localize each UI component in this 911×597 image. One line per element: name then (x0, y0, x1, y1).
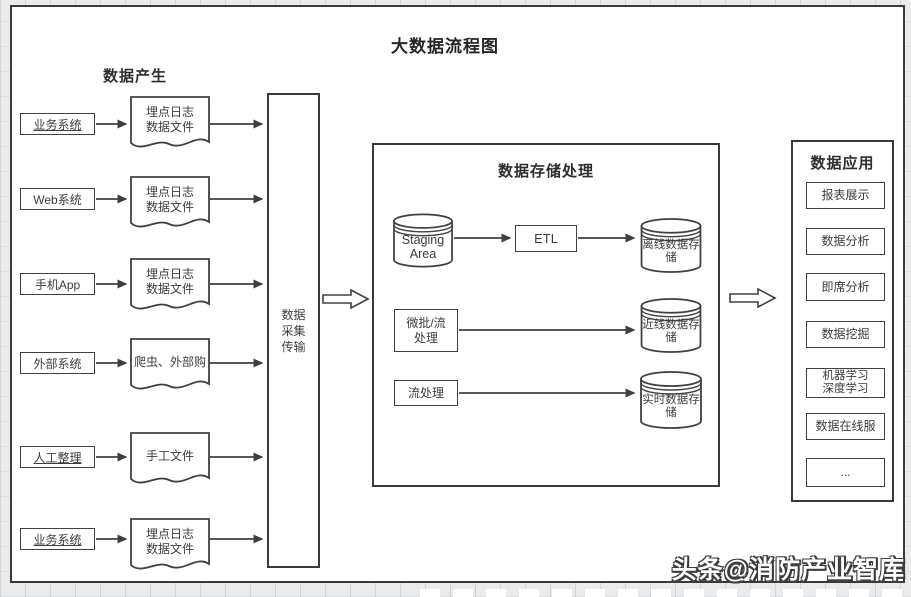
app-item-label: 报表展示 (821, 188, 870, 202)
app-item-machine-deep-learning: 机器学习 深度学习 (806, 368, 885, 398)
database-cylinder-icon (393, 213, 453, 268)
document-shape-manual-file: 手工文件 (130, 432, 210, 490)
document-label: 埋点日志 数据文件 (145, 527, 194, 556)
stream-processing-label: 流处理 (407, 385, 444, 400)
app-item-label: 数据挖掘 (821, 327, 870, 341)
app-item-data-online-service: 数据在线服 (806, 413, 885, 440)
page-title: 大数据流程图 (391, 37, 499, 56)
document-shape-tracking-log-4: 埋点日志 数据文件 (130, 518, 210, 576)
watermark-toutiao: 头条@消防产业智库 (671, 556, 905, 584)
section-heading-data-generation: 数据产生 (102, 68, 167, 85)
database-cylinder-icon (640, 371, 702, 429)
app-item-label: 数据分析 (821, 234, 870, 248)
document-icon (130, 176, 210, 228)
source-label: Web系统 (33, 192, 82, 207)
document-label: 埋点日志 数据文件 (145, 267, 194, 296)
offline-data-store-cylinder: 离线数据存储 (640, 218, 702, 273)
document-icon (130, 518, 210, 570)
document-icon (130, 258, 210, 310)
micro-batch-label: 微批/流 处理 (406, 315, 446, 345)
realtime-data-store-cylinder: 实时数据存储 (640, 371, 702, 429)
source-box-web-system: Web系统 (20, 188, 95, 210)
document-label: 手工文件 (145, 448, 194, 463)
source-label: 人工整理 (33, 450, 82, 465)
source-box-manual-curation: 人工整理 (20, 446, 95, 468)
source-label: 手机App (34, 277, 81, 292)
document-icon (130, 432, 210, 484)
app-item-data-analysis: 数据分析 (806, 228, 885, 255)
source-box-mobile-app: 手机App (20, 273, 95, 295)
collection-transport-box: 数据 采集 传输 (267, 93, 320, 568)
document-shape-tracking-log-3: 埋点日志 数据文件 (130, 258, 210, 316)
source-label: 外部系统 (33, 356, 82, 371)
section-heading-data-application: 数据应用 (810, 155, 875, 172)
app-item-more: ... (806, 458, 885, 487)
offline-data-store-label: 离线数据存储 (642, 239, 700, 264)
document-shape-crawler-external: 爬虫、外部购 (130, 338, 210, 396)
document-shape-tracking-log-2: 埋点日志 数据文件 (130, 176, 210, 234)
app-item-label: 数据在线服 (815, 419, 876, 433)
etl-box: ETL (515, 225, 577, 252)
document-label: 埋点日志 数据文件 (145, 105, 194, 134)
app-item-adhoc-analysis: 即席分析 (806, 273, 885, 301)
watermark-partial-row (420, 589, 905, 597)
document-shape-tracking-log-1: 埋点日志 数据文件 (130, 96, 210, 154)
block-arrow-collection-to-storage (322, 289, 370, 309)
source-label: 业务系统 (33, 117, 82, 132)
app-item-report-display: 报表展示 (806, 182, 885, 209)
section-heading-storage-processing: 数据存储处理 (497, 163, 594, 180)
document-label: 爬虫、外部购 (133, 354, 206, 369)
app-item-label: ... (840, 465, 851, 479)
app-item-data-mining: 数据挖掘 (806, 321, 885, 348)
database-cylinder-icon (640, 298, 702, 353)
document-icon (130, 96, 210, 148)
micro-batch-stream-processing-box: 微批/流 处理 (394, 309, 458, 352)
etl-label: ETL (534, 231, 558, 246)
source-box-external-system: 外部系统 (20, 352, 95, 374)
stream-processing-box: 流处理 (394, 380, 458, 406)
staging-area-cylinder: Staging Area (393, 213, 453, 268)
document-icon (130, 338, 210, 390)
database-cylinder-icon (640, 218, 702, 273)
document-label: 埋点日志 数据文件 (145, 185, 194, 214)
collection-transport-label: 数据 采集 传输 (281, 307, 306, 354)
source-label: 业务系统 (33, 532, 82, 547)
block-arrow-storage-to-application (729, 288, 777, 308)
realtime-data-store-label: 实时数据存储 (642, 394, 700, 419)
staging-area-label: Staging Area (401, 233, 445, 261)
nearline-data-store-label: 近线数据存储 (642, 319, 700, 344)
nearline-data-store-cylinder: 近线数据存储 (640, 298, 702, 353)
app-item-label: 机器学习 深度学习 (822, 370, 869, 395)
app-item-label: 即席分析 (821, 279, 870, 294)
source-box-business-system-1: 业务系统 (20, 113, 95, 135)
source-box-business-system-2: 业务系统 (20, 528, 95, 550)
